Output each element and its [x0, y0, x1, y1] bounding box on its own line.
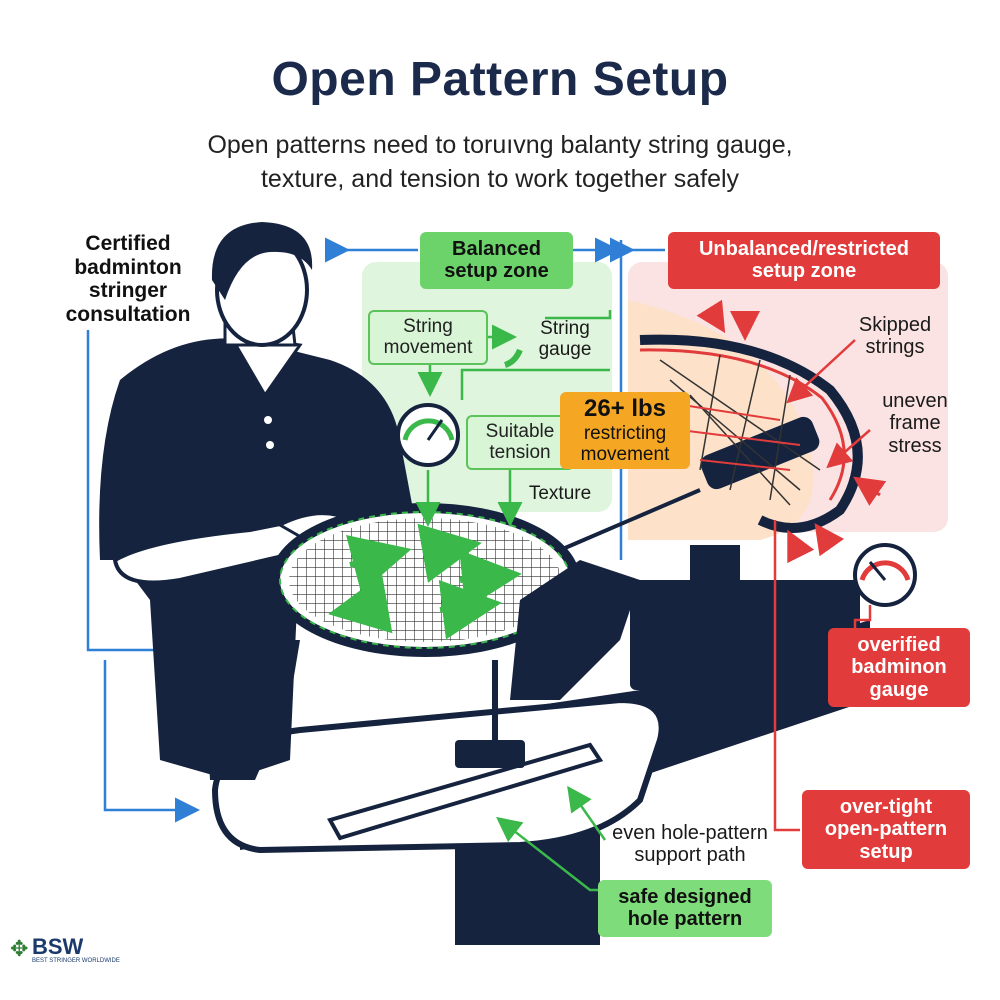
consultation-label: Certified badminton stringer consultatio…: [65, 232, 191, 326]
leader-skipped: [786, 339, 856, 404]
brand-logo: ✥ BSW BEST STRINGER WORLDWIDE: [10, 934, 120, 974]
skipped-strings-label: Skipped strings: [858, 314, 932, 359]
subtitle-line-2: texture, and tension to work together sa…: [260, 165, 740, 193]
leader-bottom-1: [787, 529, 815, 564]
verified-gauge-label: overified badminon gauge: [828, 628, 970, 708]
tight-gauge-dial: [853, 543, 917, 607]
balanced-zone-title: Balanced setup zone: [420, 232, 573, 289]
logo-text: BSW: [32, 934, 84, 959]
tight-strings: [659, 354, 821, 506]
leader-side: [853, 476, 887, 506]
suitable-tension-label: Suitable tension: [466, 415, 574, 470]
green-arrow-3: [459, 549, 522, 610]
texture-label: Texture: [528, 483, 592, 504]
page-title: Open Pattern Setup: [271, 53, 729, 106]
safe-pattern-label: safe designed hole pattern: [598, 880, 772, 937]
tight-gauge-needle: [868, 561, 887, 581]
gauge-curl: [503, 348, 523, 368]
logo-leaf-icon: ✥: [10, 936, 29, 961]
leader-bottom-2: [814, 523, 845, 557]
balanced-gauge-needle: [426, 419, 444, 441]
green-arrow-4: [328, 574, 393, 634]
machine-arm-right: [510, 560, 640, 700]
leader-top-1: [696, 299, 726, 334]
unbalanced-zone-title: Unbalanced/restricted setup zone: [668, 232, 940, 289]
machine-slot: [327, 742, 604, 841]
consultation-bracket-2: [103, 660, 200, 823]
racquet-grip: [700, 416, 820, 490]
racquet-shaft: [564, 488, 701, 550]
uneven-frame-label: uneven frame stress: [882, 390, 948, 457]
subtitle-line-1: Open patterns need to toruıvng balanty s…: [207, 131, 793, 159]
person-button-1: [264, 416, 272, 424]
overtight-label: over-tight open-pattern setup: [802, 790, 970, 870]
flow-gauge-back: [545, 310, 612, 320]
green-arrow-2: [417, 523, 482, 583]
green-arrow-5: [438, 579, 502, 640]
leader-uneven: [826, 429, 871, 469]
page-subtitle: Open patterns need to toruıvng balanty s…: [100, 128, 900, 196]
machine-arm-left: [205, 640, 300, 780]
leader-safe-pattern: [496, 816, 600, 892]
logo-subtext: BEST STRINGER WORLDWIDE: [32, 958, 120, 964]
overtight-bracket: [773, 520, 800, 832]
mount-post: [455, 740, 525, 768]
person-hair: [211, 222, 313, 300]
person-button-2: [266, 441, 274, 449]
restricting-movement-label: 26+ lbs restricting movement: [560, 392, 690, 470]
balanced-gauge-arc: [402, 418, 455, 441]
leader-support-path: [567, 785, 607, 841]
tension-clamp: [690, 545, 740, 600]
support-path-label: even hole-pattern support path: [612, 822, 768, 867]
flow-gauge-loop: [460, 368, 610, 400]
tension-head: [630, 580, 860, 690]
tight-racquet-frame: [639, 334, 863, 533]
balanced-gauge-dial: [396, 403, 460, 467]
string-gauge-label: String gauge: [538, 318, 592, 361]
green-arrow-1: [345, 535, 412, 594]
string-movement-label: String movement: [368, 310, 488, 365]
tight-gauge-arc: [859, 560, 911, 581]
